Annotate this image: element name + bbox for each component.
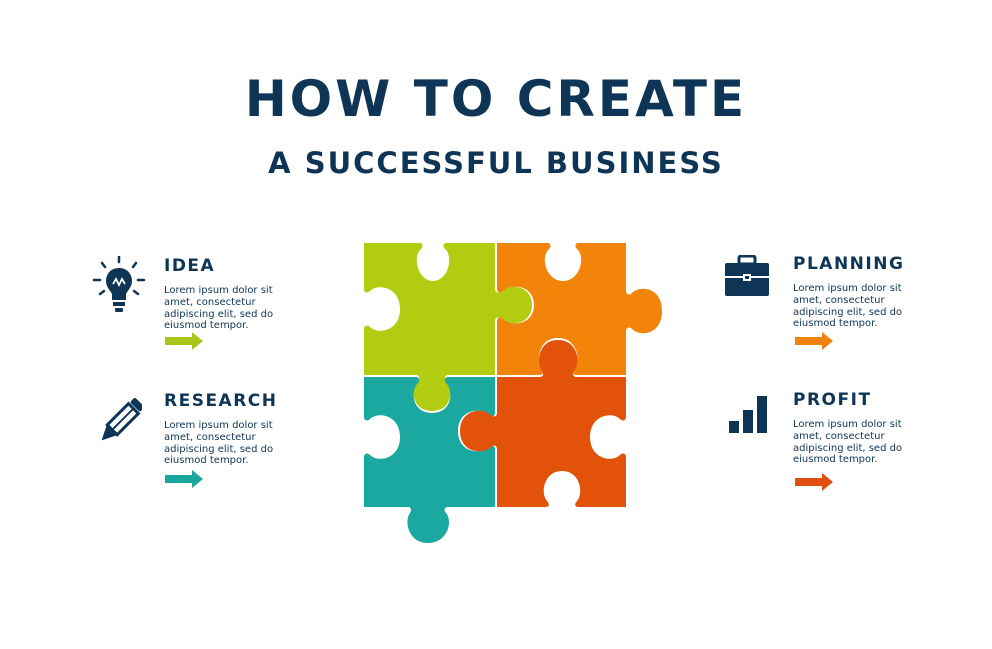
profit-arrow-icon	[795, 473, 833, 491]
planning-description: Lorem ipsum dolor sit amet, consectetur …	[793, 283, 933, 330]
planning-line-3: adipiscing elit, sed do	[793, 306, 903, 318]
research-heading: RESEARCH	[164, 391, 278, 411]
puzzle-diagram	[364, 243, 662, 543]
puzzle-piece-top-right	[497, 243, 662, 375]
research-line-2: amet, consectetur	[164, 431, 256, 443]
planning-line-1: Lorem ipsum dolor sit	[793, 283, 902, 294]
briefcase-icon	[725, 255, 769, 296]
puzzle-piece-bottom-right	[460, 340, 626, 507]
idea-heading: IDEA	[164, 256, 216, 276]
pencil-icon	[101, 398, 142, 441]
bar-chart-icon	[729, 396, 767, 433]
idea-line-2: amet, consectetur	[164, 296, 256, 308]
profit-line-4: eiusmod tempor.	[793, 454, 878, 466]
idea-line-4: eiusmod tempor.	[164, 320, 249, 332]
research-line-1: Lorem ipsum dolor sit	[164, 420, 273, 431]
idea-line-3: adipiscing elit, sed do	[164, 308, 274, 320]
profit-heading: PROFIT	[793, 390, 872, 410]
idea-line-1: Lorem ipsum dolor sit	[164, 285, 273, 296]
planning-heading: PLANNING	[793, 254, 905, 274]
profit-description: Lorem ipsum dolor sit amet, consectetur …	[793, 419, 933, 466]
profit-line-2: amet, consectetur	[793, 430, 885, 442]
research-line-4: eiusmod tempor.	[164, 455, 249, 467]
research-description: Lorem ipsum dolor sit amet, consectetur …	[164, 420, 304, 467]
research-block: RESEARCH Lorem ipsum dolor sit amet, con…	[164, 391, 304, 467]
profit-line-1: Lorem ipsum dolor sit	[793, 419, 902, 430]
puzzle-piece-bottom-left	[364, 377, 495, 543]
title-line-1: HOW TO CREATE	[244, 70, 748, 128]
idea-description: Lorem ipsum dolor sit amet, consectetur …	[164, 285, 304, 332]
profit-block: PROFIT Lorem ipsum dolor sit amet, conse…	[793, 390, 933, 466]
planning-line-4: eiusmod tempor.	[793, 318, 878, 330]
title-line-2: A SUCCESSFUL BUSINESS	[268, 146, 724, 180]
planning-block: PLANNING Lorem ipsum dolor sit amet, con…	[793, 254, 933, 330]
puzzle-piece-top-left	[364, 243, 532, 411]
research-arrow-icon	[165, 470, 203, 488]
idea-arrow-icon	[165, 332, 203, 350]
lightbulb-icon	[92, 256, 146, 312]
planning-line-2: amet, consectetur	[793, 294, 885, 306]
profit-line-3: adipiscing elit, sed do	[793, 442, 903, 454]
idea-block: IDEA Lorem ipsum dolor sit amet, consect…	[164, 256, 304, 332]
research-line-3: adipiscing elit, sed do	[164, 443, 274, 455]
planning-arrow-icon	[795, 332, 833, 350]
